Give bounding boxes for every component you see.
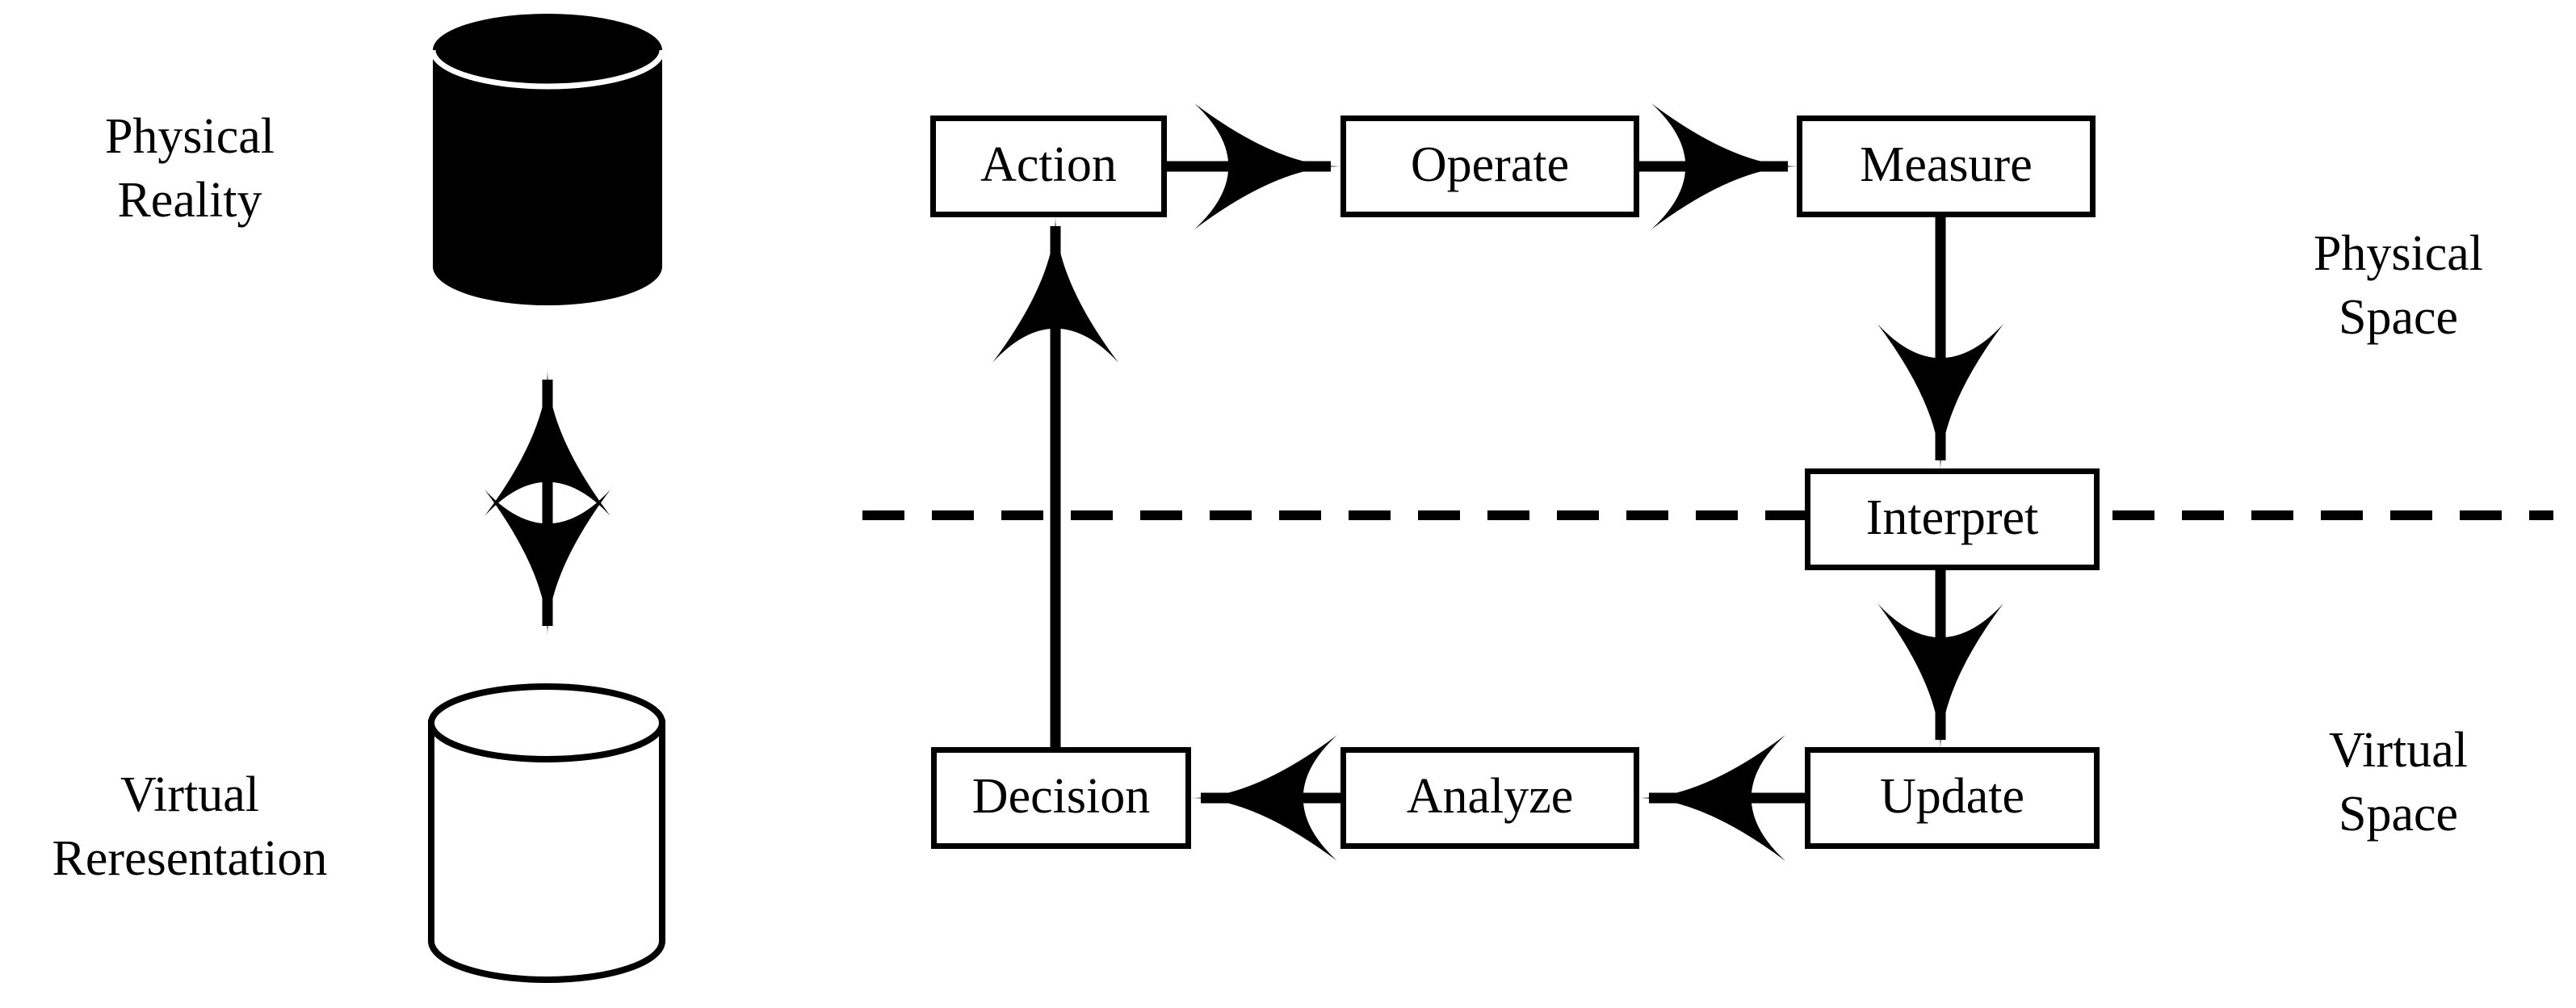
node-operate[interactable]: Operate (1340, 116, 1639, 217)
node-analyze[interactable]: Analyze (1340, 747, 1639, 849)
virtual-space-label: Virtual Space (2329, 723, 2468, 842)
node-update-label: Update (1879, 769, 2025, 824)
node-interpret-label: Interpret (1865, 490, 2039, 545)
node-operate-label: Operate (1410, 137, 1570, 192)
physical-reality-cylinder (430, 14, 665, 305)
virtual-representation-cylinder (428, 683, 665, 983)
node-measure[interactable]: Measure (1797, 116, 2096, 217)
node-action[interactable]: Action (930, 116, 1167, 217)
node-update[interactable]: Update (1805, 747, 2100, 849)
node-measure-label: Measure (1860, 137, 2033, 192)
node-interpret[interactable]: Interpret (1805, 468, 2100, 570)
node-action-label: Action (980, 137, 1117, 192)
physical-reality-label: Physical Reality (104, 109, 275, 229)
virtual-representation-label: Virtual Reresentation (52, 767, 328, 887)
node-analyze-label: Analyze (1406, 769, 1574, 824)
physical-space-label: Physical Space (2313, 226, 2484, 346)
node-decision[interactable]: Decision (931, 747, 1191, 849)
node-decision-label: Decision (971, 769, 1151, 824)
